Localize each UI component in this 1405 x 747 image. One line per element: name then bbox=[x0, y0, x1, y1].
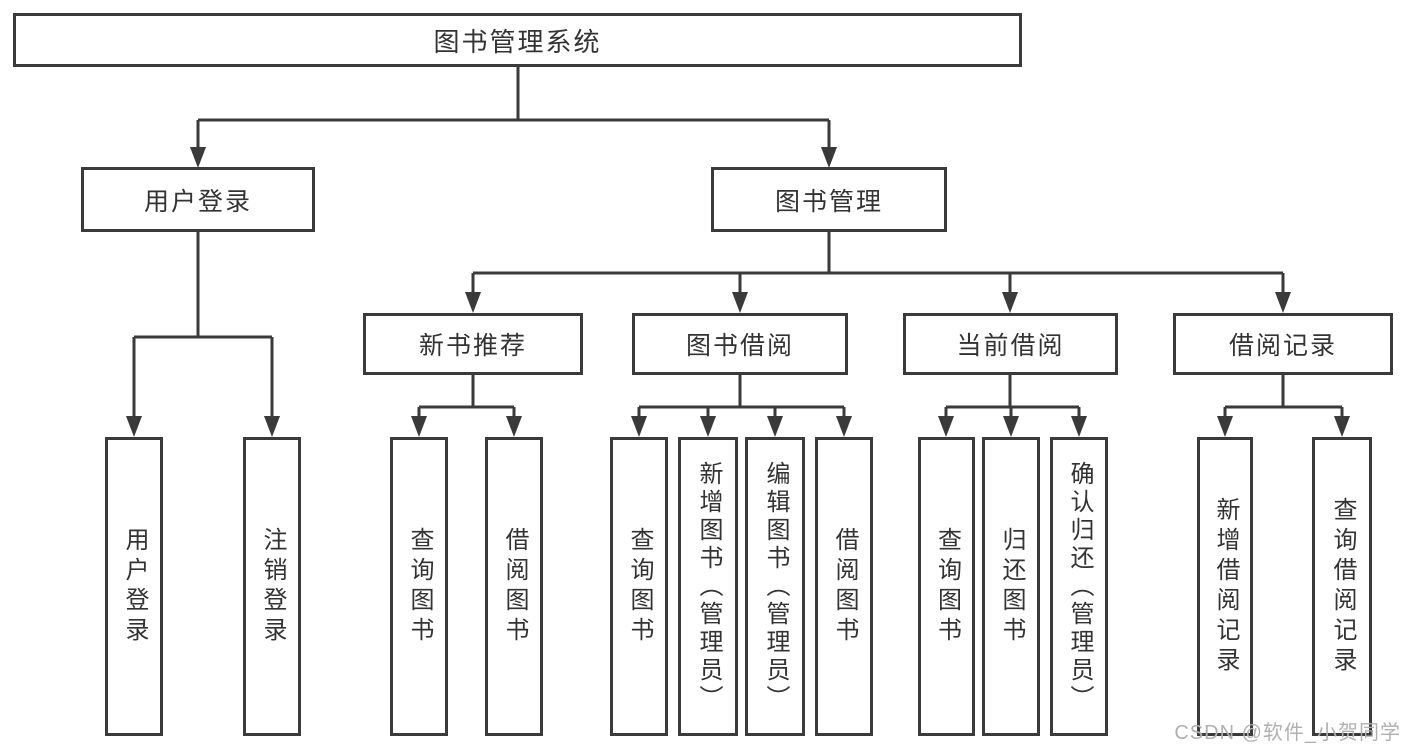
node-user-login: 用户登录 bbox=[81, 167, 315, 232]
leaf-borrow-books-recommend: 借阅图书 bbox=[485, 437, 543, 736]
arrowheads bbox=[126, 147, 1350, 437]
leaf-user-login: 用户登录 bbox=[105, 437, 163, 736]
csdn-watermark: CSDN @软件_小贺同学 bbox=[1174, 722, 1401, 744]
leaf-add-books-admin: 新增图书（管理员） bbox=[678, 437, 738, 736]
node-current-borrow: 当前借阅 bbox=[903, 313, 1118, 375]
leaf-add-borrow-record: 新增借阅记录 bbox=[1197, 437, 1253, 736]
node-new-book-recommend: 新书推荐 bbox=[363, 313, 583, 375]
leaf-query-borrow-record: 查询借阅记录 bbox=[1312, 437, 1372, 736]
leaf-query-books-current: 查询图书 bbox=[918, 437, 975, 736]
leaf-borrow-books-borrow: 借阅图书 bbox=[815, 437, 873, 736]
leaf-return-books: 归还图书 bbox=[982, 437, 1040, 736]
leaf-logout: 注销登录 bbox=[243, 437, 301, 736]
node-root: 图书管理系统 bbox=[13, 13, 1022, 67]
node-book-management: 图书管理 bbox=[711, 167, 947, 232]
leaf-edit-books-admin: 编辑图书（管理员） bbox=[745, 437, 805, 736]
node-borrow-records: 借阅记录 bbox=[1173, 313, 1393, 375]
leaf-query-books-recommend: 查询图书 bbox=[390, 437, 448, 736]
leaf-query-books-borrow: 查询图书 bbox=[610, 437, 668, 736]
leaf-confirm-return-admin: 确认归还（管理员） bbox=[1050, 437, 1108, 736]
node-book-borrow: 图书借阅 bbox=[632, 313, 848, 375]
